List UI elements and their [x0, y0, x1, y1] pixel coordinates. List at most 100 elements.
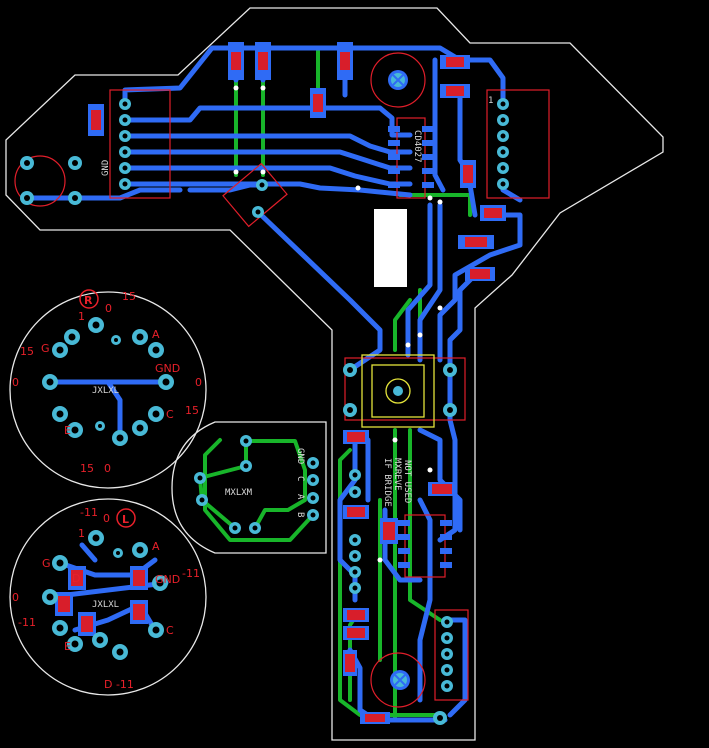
- jack-left-pin-d: D: [72, 572, 80, 585]
- jack-right-pin-0-right: 0: [195, 376, 202, 389]
- jack-left-pin-c: C: [166, 624, 174, 637]
- resistor-r13: [343, 430, 369, 444]
- jack-right-pin-e: E: [64, 424, 71, 437]
- jack-right-pin-15-left: 15: [20, 345, 34, 358]
- ic-bottom-outline: [404, 514, 446, 578]
- switch-highlight: [361, 354, 435, 428]
- resistor-r5: [88, 104, 104, 136]
- board-outline-jack-left: [9, 498, 207, 696]
- resistor-r7: [440, 84, 470, 98]
- resistor-r8: [460, 160, 476, 188]
- pot-top: [388, 70, 408, 90]
- jack-right-pin-g: G: [41, 342, 50, 355]
- jack-right-pin-15-top: 15: [122, 290, 136, 303]
- jack-left-pin-gnd: GND: [155, 573, 180, 586]
- vias: [233, 85, 443, 563]
- resistor-r16: [343, 626, 369, 640]
- jack-left-pin-minus-left: -11: [18, 616, 36, 629]
- jack-right-pin-1: 1: [78, 310, 85, 323]
- lower-column-pads: [349, 469, 447, 725]
- diode-left-d5: [78, 612, 96, 636]
- jack-right-badge: R: [84, 294, 93, 307]
- jack-left-pin-0-left: 0: [12, 591, 19, 604]
- jack-right-pin-15-bottom: 15: [80, 462, 94, 475]
- resistor-r11: [465, 267, 495, 281]
- resistor-r18: [360, 712, 390, 724]
- resistor-r14: [343, 505, 369, 519]
- header-right-pads: [497, 98, 509, 190]
- board-outline-main: [5, 7, 664, 741]
- ic-pin1-label: 1: [488, 96, 493, 106]
- transistor-outline: [222, 162, 288, 228]
- jack-left-pin-d-minus: D -11: [104, 678, 134, 691]
- jack-right-pin-c: C: [166, 408, 174, 421]
- board-outline-mini-jack: [171, 421, 327, 554]
- diode-left-d1: [68, 566, 86, 590]
- jack-left-pin-gnd-minus: -11: [182, 567, 200, 580]
- jack-right-labels: R 15 0 1 A G 15 GND 0 0 15 C E 15 0: [12, 289, 202, 475]
- resistor-r1: [228, 42, 244, 80]
- jack-left-pin-e: E: [64, 640, 71, 653]
- jack-right-pin-0-left: 0: [12, 376, 19, 389]
- note-if-bridge: IF BRIDGE: [382, 458, 392, 507]
- jack-left-pin-minus-top: -11: [80, 506, 98, 519]
- jack-left-pin-1: 1: [78, 527, 85, 540]
- pot-bottom-outline: [370, 652, 426, 708]
- pot-top-outline: [370, 52, 426, 108]
- note-not-used: NOT USED: [402, 460, 412, 503]
- diode-left-d3: [55, 592, 73, 616]
- mini-jack-pads: [194, 435, 319, 534]
- ic-name-label: CD4027: [412, 130, 422, 163]
- diode-left-d4: [130, 600, 148, 624]
- jack-right-name: JXLXL: [92, 386, 119, 396]
- jack-left-pin-a: A: [152, 540, 160, 553]
- resistor-r12: [428, 482, 456, 496]
- diode-left-d2: [130, 566, 148, 590]
- jack-right-pin-0-bottom: 0: [104, 462, 111, 475]
- resistor-r6: [440, 55, 470, 69]
- ic-bottom-pads: [398, 520, 452, 568]
- resistor-r15: [343, 608, 369, 622]
- resistor-r4: [310, 88, 326, 118]
- board-cutout: [374, 209, 407, 287]
- jack-right-pads: [42, 317, 174, 446]
- resistor-r17: [343, 650, 357, 676]
- jack-mini-name: MXLXM: [225, 488, 253, 498]
- header-6pin-right: [486, 89, 550, 199]
- component-outlines: [14, 52, 550, 708]
- jack-right-pin-0-top: 0: [105, 302, 112, 315]
- jack-left-pads: [42, 530, 168, 660]
- board-outline-jack-right: [9, 291, 207, 489]
- switch-highlight-inner: [371, 364, 425, 418]
- bottom-header-pads: [441, 616, 453, 692]
- mini-pin-gnd: GND: [295, 448, 305, 464]
- jack-left-badge: L: [122, 513, 129, 526]
- switch-center: [385, 378, 411, 404]
- jack-left-name: JXLXL: [92, 600, 119, 610]
- switch-pads: [343, 363, 457, 417]
- jack-right-pin-gnd: GND: [155, 362, 180, 375]
- resistor-r9: [480, 205, 506, 221]
- smd-resistors: [55, 42, 506, 724]
- jack-footprint-outline: [14, 155, 66, 207]
- jack-left-pin-0-top: 0: [103, 512, 110, 525]
- resistor-r2: [255, 42, 271, 80]
- note-mxreve: MXREVE: [392, 458, 402, 491]
- jack-right-badge-ring: [79, 289, 99, 309]
- header-bottom-outline: [434, 609, 469, 701]
- header-left-pads: [119, 98, 131, 190]
- jack-left-badge-ring: [116, 508, 136, 528]
- jack-left-labels: L -11 0 1 A G GND -11 0 -11 C E D D -11: [12, 506, 200, 691]
- mini-pin-c: C: [295, 476, 305, 481]
- through-hole-pads: [20, 98, 509, 725]
- switch-outline: [344, 357, 466, 421]
- header-6pin-left: [109, 89, 171, 199]
- jack-right-pin-15-right: 15: [185, 404, 199, 417]
- jack-footprint-pads: [20, 156, 82, 205]
- jack-right-pin-a: A: [152, 328, 160, 341]
- mini-pin-a: A: [295, 494, 305, 500]
- jack-left-pin-g: G: [42, 557, 51, 570]
- resistor-r10: [458, 235, 494, 249]
- mini-pin-b: B: [295, 512, 305, 517]
- resistor-r3: [337, 42, 353, 80]
